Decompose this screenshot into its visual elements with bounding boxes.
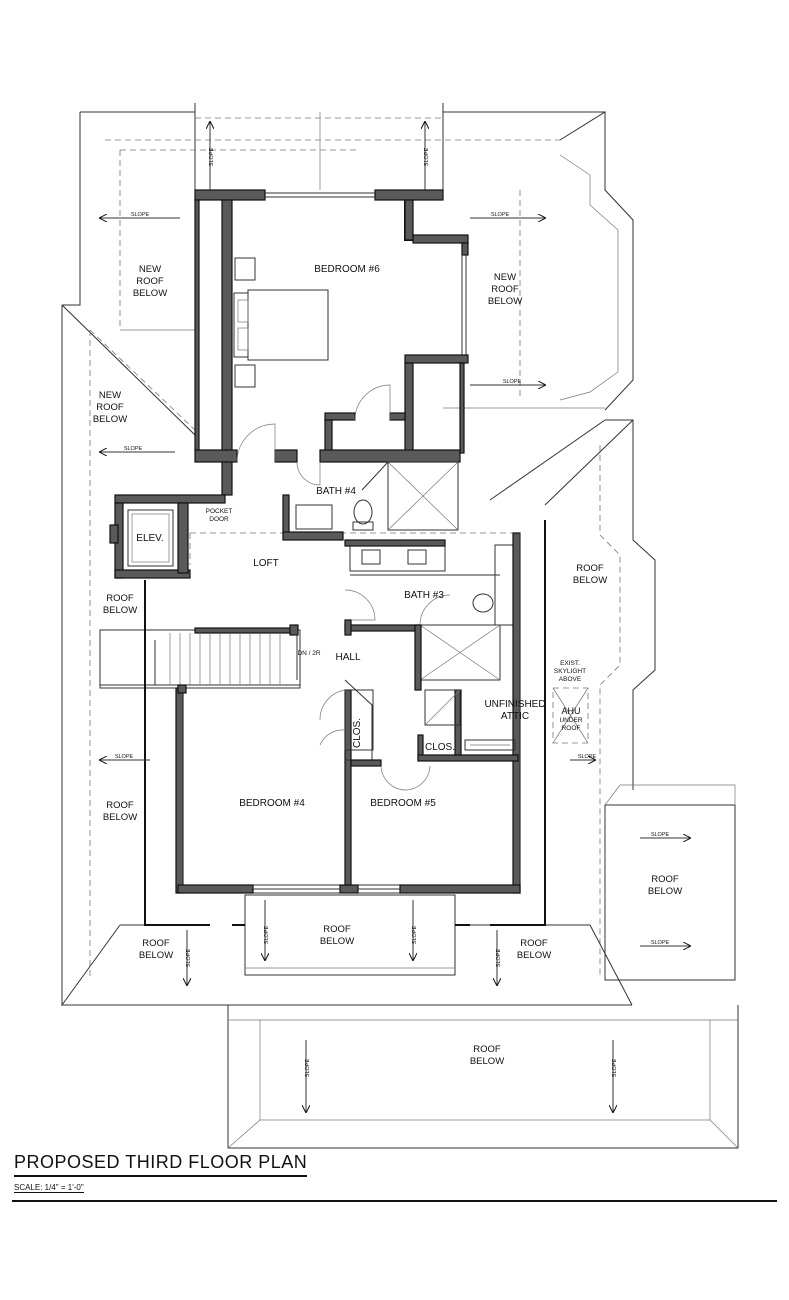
slope-label: SLOPE — [503, 379, 522, 385]
exterior-walls — [144, 520, 546, 926]
roof-label: ROOF — [106, 593, 134, 604]
roof-outlines — [61, 103, 739, 1149]
roof-label: BELOW — [517, 950, 551, 961]
roof-labels: NEW ROOF BELOW NEW ROOF BELOW NEW ROOF B… — [93, 264, 682, 1067]
roof-label: BELOW — [133, 288, 167, 299]
roof-label: ROOF — [136, 276, 164, 287]
slope-label: SLOPE — [578, 754, 597, 760]
skylight-note: SKYLIGHT — [554, 668, 586, 675]
slope-labels: SLOPE SLOPE SLOPE SLOPE SLOPE SLOPE SLOP… — [115, 147, 670, 1077]
skylight-note: EXIST. — [560, 660, 580, 667]
ahu-note: UNDER — [559, 717, 582, 724]
room-label-bath3: BATH #3 — [404, 590, 444, 601]
slope-label: SLOPE — [491, 212, 510, 218]
skylight — [552, 687, 589, 744]
slope-label: SLOPE — [412, 925, 418, 944]
roof-label: NEW — [99, 390, 121, 401]
roof-label: ROOF — [473, 1044, 501, 1055]
roof-label: BELOW — [320, 936, 354, 947]
pocket-door-note: DOOR — [209, 516, 229, 523]
page-divider — [12, 1200, 777, 1202]
room-label-unfinished-attic: ATTIC — [501, 711, 529, 722]
stair — [99, 624, 301, 689]
bedroom6-walls — [194, 189, 469, 496]
roof-label: ROOF — [96, 402, 124, 413]
room-label-bedroom5: BEDROOM #5 — [370, 798, 436, 809]
slope-label: SLOPE — [424, 147, 430, 166]
dn-2r-note: DN / 2R — [297, 650, 320, 657]
room-label-bedroom4: BEDROOM #4 — [239, 798, 305, 809]
roof-label: BELOW — [648, 886, 682, 897]
roof-label: NEW — [494, 272, 516, 283]
roof-label: ROOF — [576, 563, 604, 574]
slope-label: SLOPE — [496, 948, 502, 967]
core-walls — [109, 461, 521, 894]
roof-label: BELOW — [470, 1056, 504, 1067]
room-label-elev: ELEV. — [136, 533, 163, 544]
slope-label: SLOPE — [651, 832, 670, 838]
skylight-note: ABOVE — [559, 676, 582, 683]
scale-note: SCALE: 1/4" = 1'-0" — [14, 1183, 84, 1193]
room-label-bedroom6: BEDROOM #6 — [314, 264, 380, 275]
bedrooms-lower — [175, 679, 521, 894]
roof-label: ROOF — [491, 284, 519, 295]
roof-label: ROOF — [520, 938, 548, 949]
slope-label: SLOPE — [612, 1058, 618, 1077]
ahu-note: AHU — [561, 706, 580, 716]
room-label-unfinished-attic: UNFINISHED — [484, 699, 545, 710]
slope-label: SLOPE — [124, 446, 143, 452]
roof-label: ROOF — [323, 924, 351, 935]
roof-label: BELOW — [573, 575, 607, 586]
slope-label: SLOPE — [131, 212, 150, 218]
page-title: PROPOSED THIRD FLOOR PLAN — [14, 1152, 308, 1177]
room-label-clos2: CLOS. — [425, 742, 455, 753]
roof-label: BELOW — [103, 812, 137, 823]
roof-label: ROOF — [106, 800, 134, 811]
slope-label: SLOPE — [186, 948, 192, 967]
room-labels: BEDROOM #6 BATH #4 ELEV. LOFT BATH #3 HA… — [136, 264, 545, 809]
ahu-note: ROOF — [562, 725, 581, 732]
roof-label: NEW — [139, 264, 161, 275]
slope-label: SLOPE — [264, 925, 270, 944]
roof-label: BELOW — [93, 414, 127, 425]
room-label-bath4: BATH #4 — [316, 486, 356, 497]
slope-arrows — [100, 122, 690, 1112]
slope-label: SLOPE — [305, 1058, 311, 1077]
room-label-hall: HALL — [335, 652, 360, 663]
roof-label: ROOF — [142, 938, 170, 949]
roof-label: ROOF — [651, 874, 679, 885]
slope-label: SLOPE — [651, 940, 670, 946]
roof-label: BELOW — [103, 605, 137, 616]
roof-label: BELOW — [488, 296, 522, 307]
annotation-notes: POCKET DOOR DN / 2R EXIST. SKYLIGHT ABOV… — [206, 508, 586, 732]
slope-label: SLOPE — [209, 147, 215, 166]
pocket-door-note: POCKET — [206, 508, 233, 515]
slope-label: SLOPE — [115, 754, 134, 760]
room-label-loft: LOFT — [253, 558, 279, 569]
roof-label: BELOW — [139, 950, 173, 961]
room-label-clos1: CLOS. — [352, 718, 363, 748]
title-block: PROPOSED THIRD FLOOR PLAN SCALE: 1/4" = … — [14, 1152, 434, 1195]
